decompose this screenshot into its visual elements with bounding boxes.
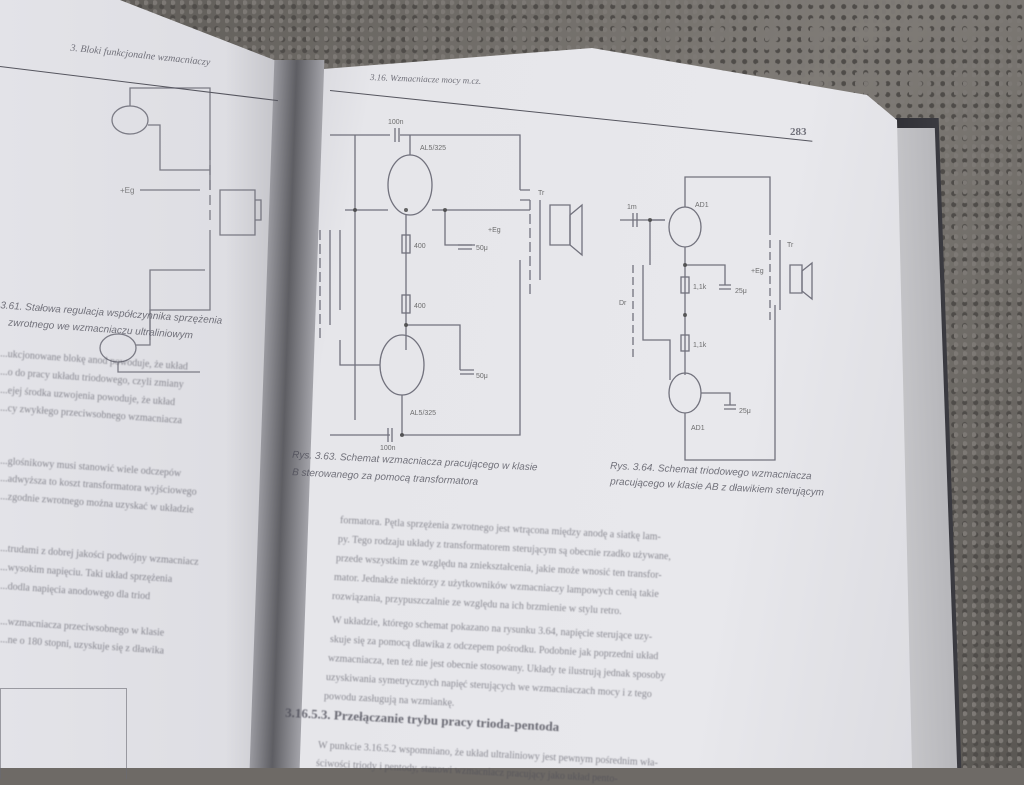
fig1-tr-label: Tr <box>538 190 545 197</box>
fig1-cap-bottom-label: 100n <box>380 445 396 450</box>
fig2-eg-label: +Eg <box>751 268 764 275</box>
fig1-res-mid1-label: 400 <box>414 243 426 250</box>
fig2-c1-label: 25μ <box>735 288 747 295</box>
fig1-cap-top-label: 100n <box>388 119 404 126</box>
fig2-dr-label: Dr <box>619 300 627 307</box>
fig1-cap-right1-label: 50μ <box>476 245 488 252</box>
fig2-tube-bottom-label: AD1 <box>691 425 705 432</box>
figure-364-schematic: AD1 AD1 Tr 1m 1,1k 1,1k 25μ 25μ Dr +Eg <box>619 176 813 461</box>
fig2-r1-label: 1,1k <box>693 284 707 291</box>
fig2-c2-label: 25μ <box>739 408 751 415</box>
fig2-r2-label: 1,1k <box>693 342 707 349</box>
left-schematic: +Eg <box>99 87 262 373</box>
fig1-cap-right2-label: 50μ <box>476 373 488 380</box>
page-number: 283 <box>790 126 807 138</box>
fig1-res-mid2-label: 400 <box>414 303 426 310</box>
fig2-tube-top-label: AD1 <box>695 202 709 209</box>
figure-363-schematic: AL5/325 AL5/325 Tr 100n 100n 400 400 50μ… <box>319 119 583 450</box>
fig1-tube-bottom-label: AL5/325 <box>410 410 436 417</box>
fig1-eg-label: +Eg <box>488 227 501 234</box>
svg-text:+Eg: +Eg <box>120 186 134 195</box>
left-bottom-box <box>0 688 127 779</box>
right-page <box>292 48 912 768</box>
fig1-tube-top-label: AL5/325 <box>420 145 446 152</box>
fig2-cap-label: 1m <box>627 204 637 211</box>
fig2-tr-label: Tr <box>787 242 794 249</box>
left-page <box>0 0 300 768</box>
